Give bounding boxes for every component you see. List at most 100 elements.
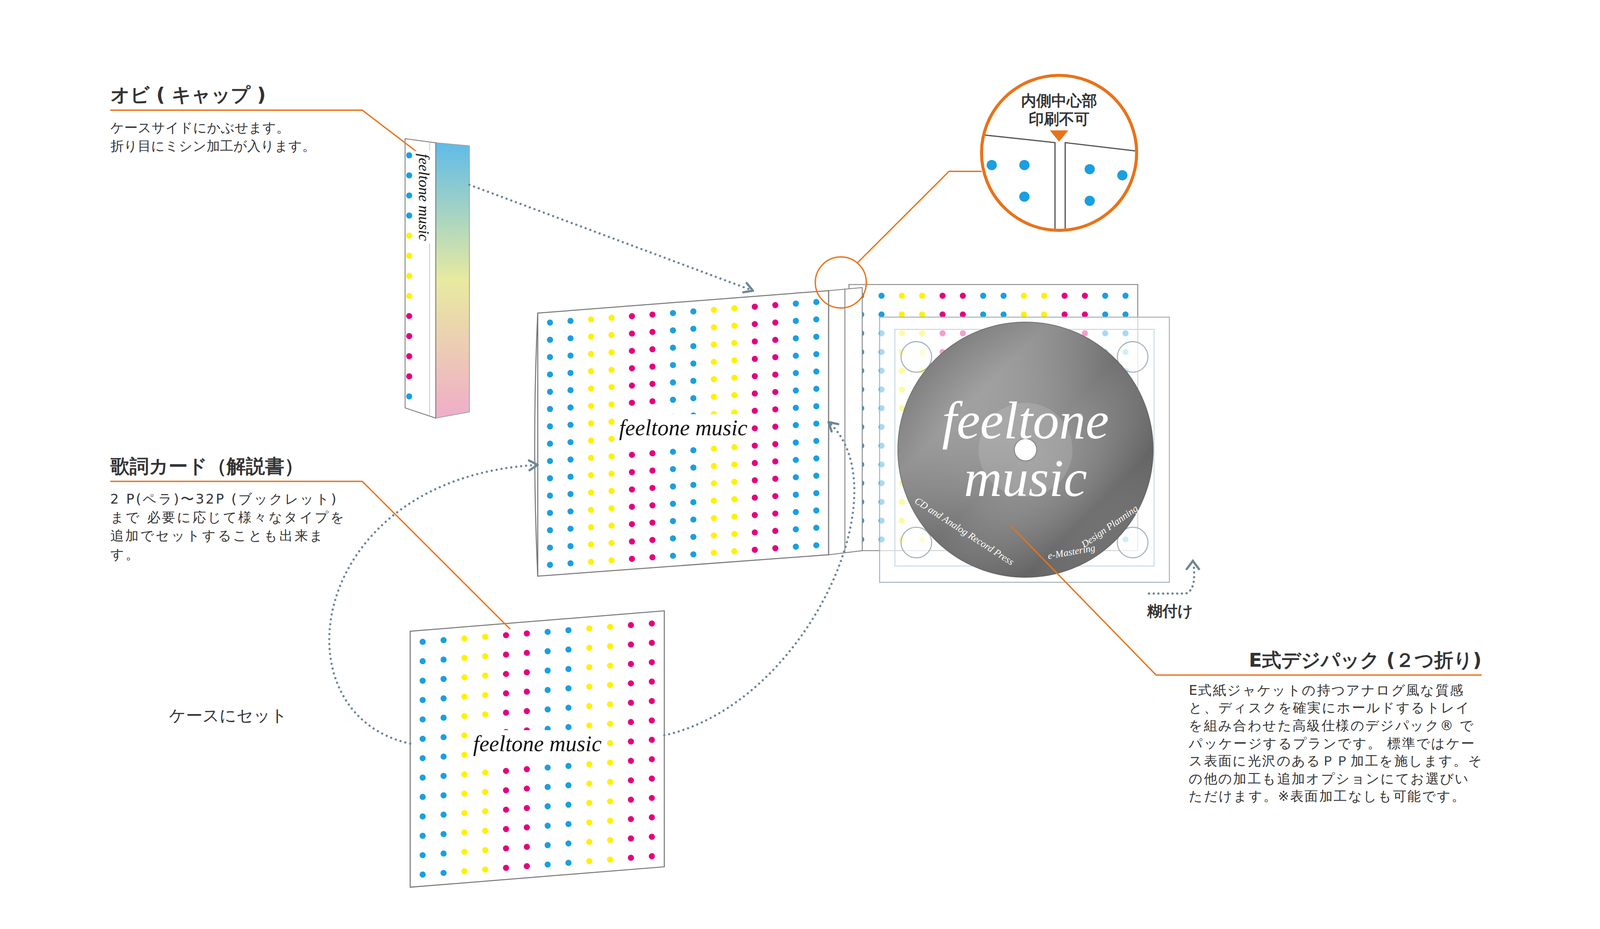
print-dot xyxy=(567,473,574,481)
print-dot xyxy=(731,340,738,347)
print-dot xyxy=(587,506,595,514)
print-dot xyxy=(608,557,615,564)
print-dot xyxy=(586,722,593,730)
print-dot xyxy=(405,172,413,179)
print-dot xyxy=(939,311,946,318)
print-dot xyxy=(567,335,574,342)
lyrics-card: feeltone music xyxy=(410,611,665,888)
arrow-head xyxy=(828,422,839,432)
print-dot xyxy=(813,455,820,462)
print-dot xyxy=(523,805,531,812)
print-dot xyxy=(544,842,551,849)
print-dot xyxy=(710,498,718,505)
print-dot xyxy=(419,852,427,859)
print-dot xyxy=(546,371,554,378)
connector-line xyxy=(329,464,538,744)
arrow-head xyxy=(528,460,538,471)
callout-heading: オビ ( キャップ ) xyxy=(110,83,266,107)
print-dot xyxy=(461,790,468,798)
print-dot xyxy=(546,561,554,569)
print-dot xyxy=(440,850,447,857)
print-dot xyxy=(567,525,574,532)
print-dot xyxy=(608,540,615,547)
print-dot xyxy=(461,713,468,720)
print-dot xyxy=(690,464,697,472)
print-dot xyxy=(587,316,595,323)
print-dot xyxy=(502,632,510,639)
print-dot xyxy=(607,662,614,670)
print-dot xyxy=(772,545,779,552)
print-dot xyxy=(461,771,468,778)
print-dot xyxy=(627,680,634,687)
print-dot xyxy=(567,387,574,394)
print-dot xyxy=(567,508,574,516)
print-dot xyxy=(567,352,574,359)
print-dot xyxy=(751,494,759,502)
print-dot xyxy=(523,650,531,657)
print-dot xyxy=(772,319,779,326)
print-dot xyxy=(586,645,593,652)
print-dot xyxy=(792,456,799,464)
print-dot xyxy=(608,314,615,321)
print-dot xyxy=(586,761,593,768)
print-dot xyxy=(586,800,593,807)
print-dot xyxy=(607,798,614,805)
print-dot xyxy=(546,440,554,448)
print-dot xyxy=(690,325,697,333)
print-dot xyxy=(627,797,634,804)
print-dot xyxy=(587,350,595,358)
print-dot xyxy=(772,388,779,396)
print-dot xyxy=(648,795,655,802)
node-text: feeltone music xyxy=(414,151,434,244)
print-dot xyxy=(690,499,697,506)
print-dot xyxy=(648,717,655,724)
node-text: feeltone music xyxy=(470,730,604,758)
print-dot xyxy=(792,474,799,481)
print-dot xyxy=(669,535,676,542)
print-dot xyxy=(607,682,614,689)
print-dot xyxy=(608,436,615,443)
print-dot xyxy=(546,423,554,430)
print-dot xyxy=(898,311,905,318)
print-dot xyxy=(751,477,759,484)
print-dot xyxy=(405,373,413,380)
print-dot xyxy=(481,789,489,796)
case-cover: feeltone music xyxy=(537,291,829,577)
print-dot xyxy=(419,794,427,801)
print-dot xyxy=(607,759,614,767)
print-dot xyxy=(565,724,572,731)
print-dot xyxy=(878,311,885,318)
print-dot xyxy=(546,510,554,517)
print-dot xyxy=(587,489,595,496)
print-dot xyxy=(690,378,697,385)
dotted-arrow xyxy=(329,460,538,744)
connector-line xyxy=(664,422,855,736)
print-dot xyxy=(587,385,595,393)
print-dot xyxy=(440,656,447,663)
print-dot xyxy=(523,824,531,832)
print-dot xyxy=(627,835,634,843)
print-dot xyxy=(629,556,636,563)
print-dot xyxy=(792,300,799,308)
print-dot xyxy=(627,855,634,862)
print-dot xyxy=(898,292,905,300)
print-dot xyxy=(405,312,413,320)
print-dot xyxy=(587,541,595,549)
print-dot xyxy=(405,232,413,240)
print-dot xyxy=(461,635,468,642)
print-dot xyxy=(690,343,697,350)
print-dot xyxy=(813,385,820,393)
print-dot xyxy=(627,622,634,629)
print-dot xyxy=(461,655,468,662)
print-dot xyxy=(607,643,614,650)
print-dot xyxy=(813,299,820,306)
print-dot xyxy=(919,292,926,300)
print-dot xyxy=(481,827,489,835)
print-dot xyxy=(649,311,656,318)
print-dot xyxy=(565,685,572,693)
print-dot xyxy=(690,516,697,524)
print-dot xyxy=(649,467,656,474)
print-dot xyxy=(405,253,413,260)
print-dot xyxy=(648,737,655,744)
print-dot xyxy=(502,787,510,794)
